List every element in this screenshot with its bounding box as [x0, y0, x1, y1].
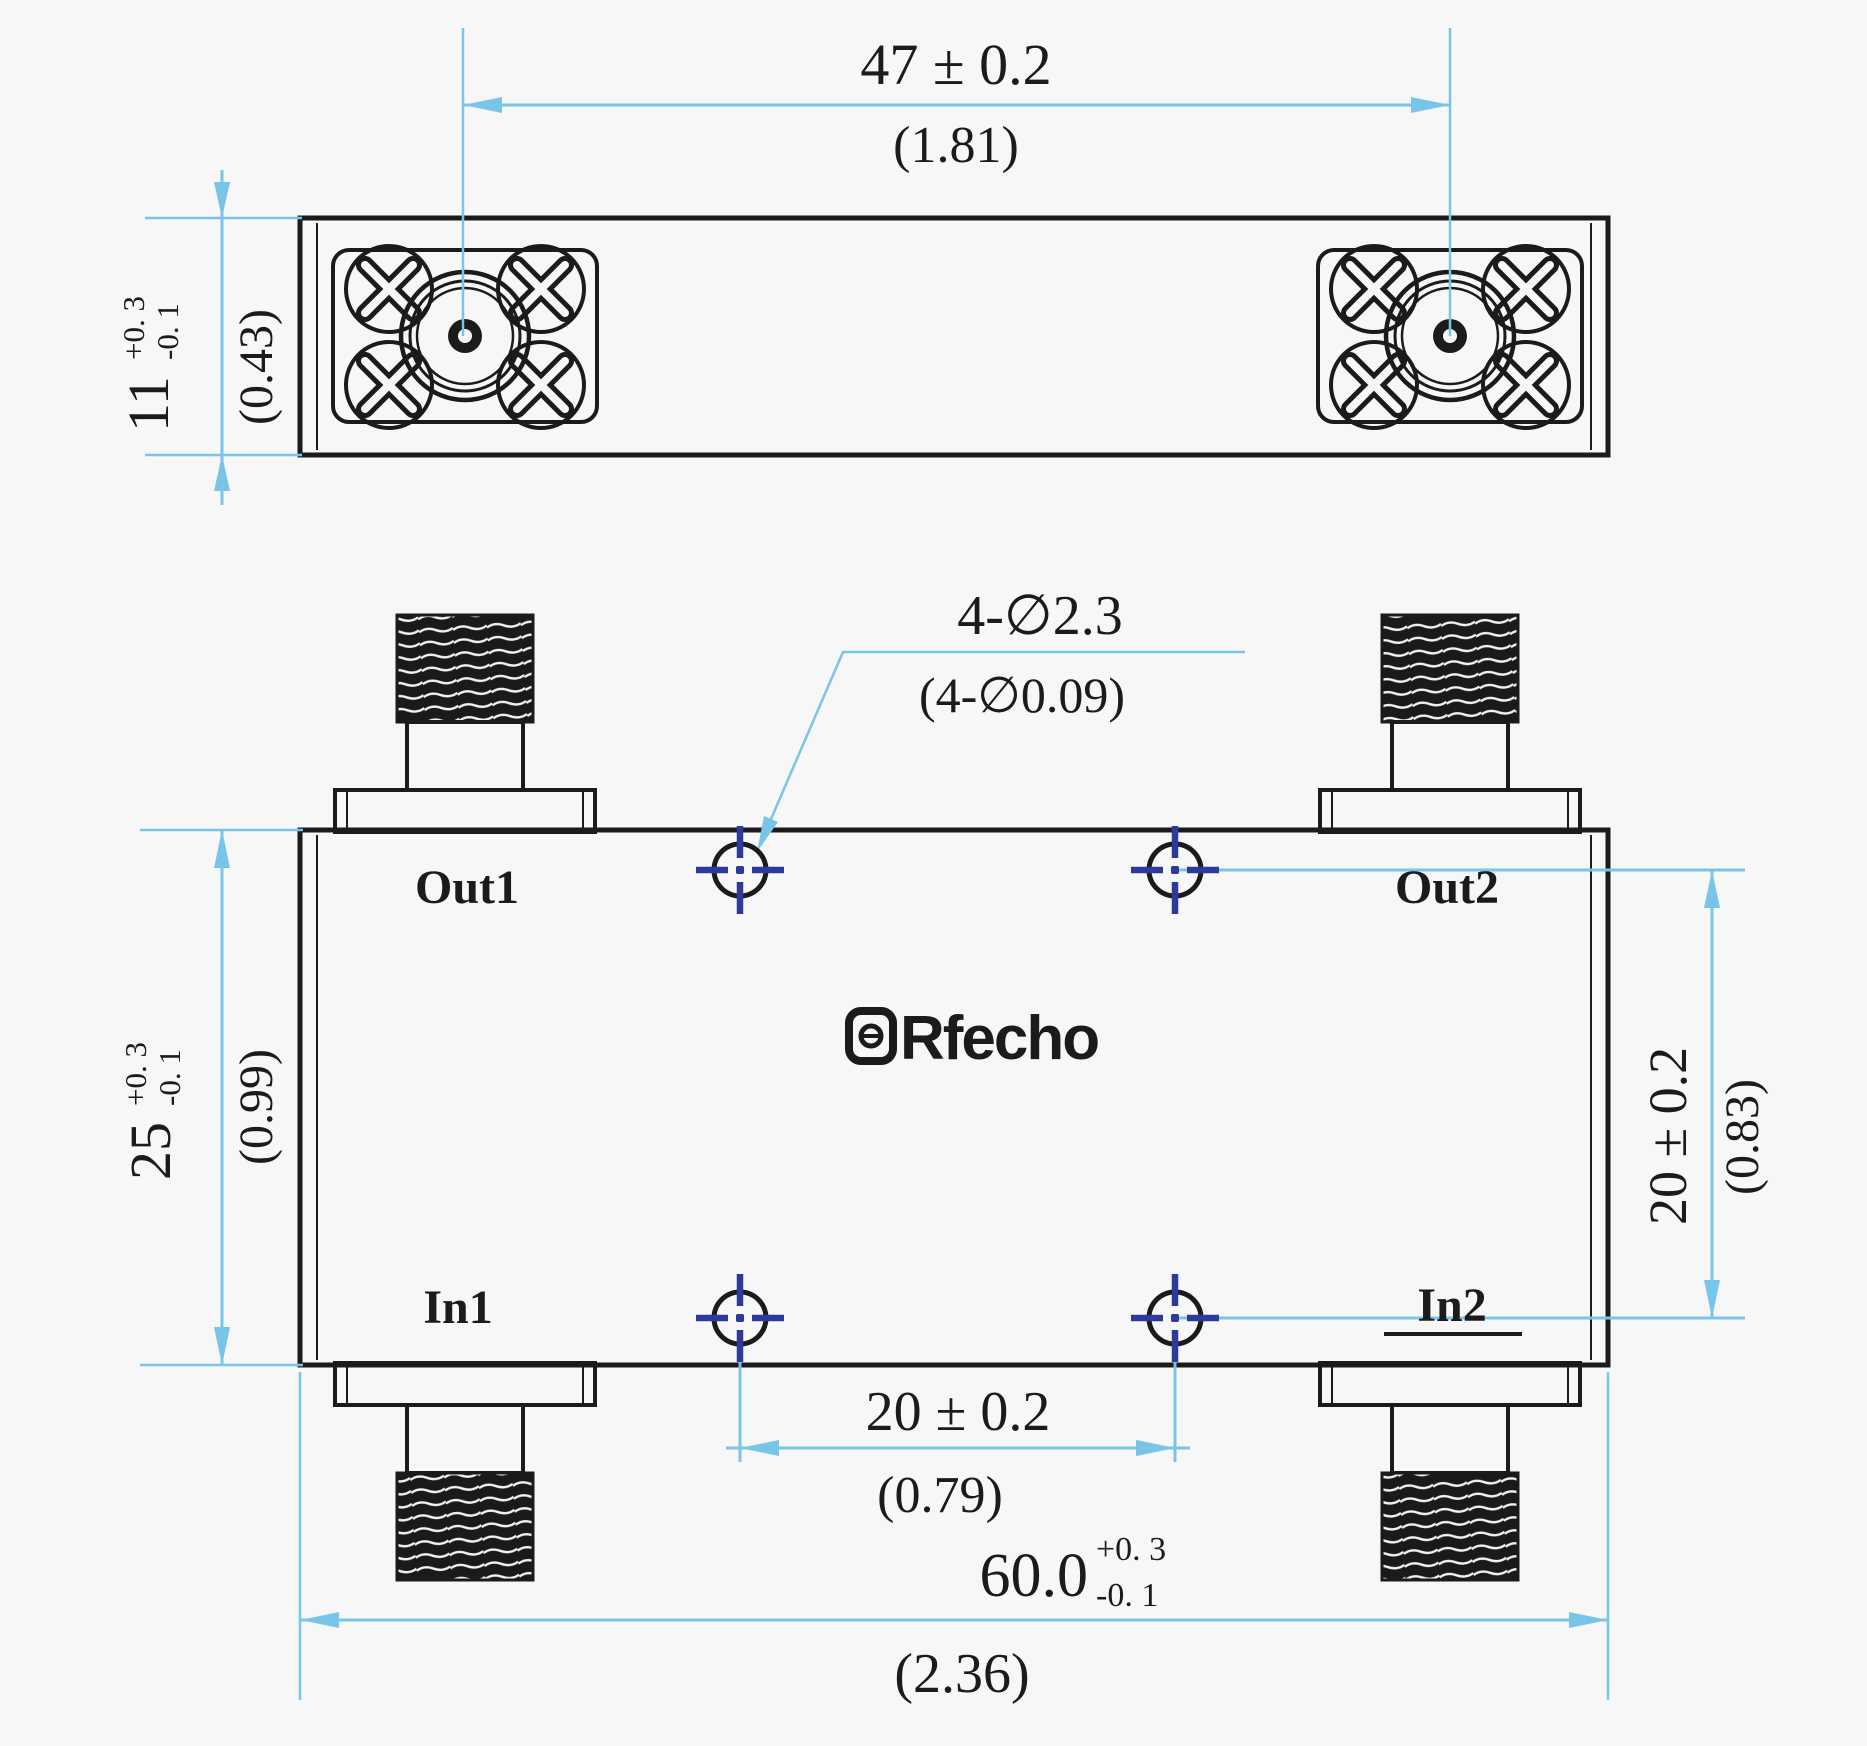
screw-icon [1329, 340, 1419, 430]
port-label-in2: In2 [1417, 1279, 1486, 1332]
dim-11-inch: (0.43) [230, 309, 283, 425]
top-view-body [297, 827, 1611, 1368]
dim-11-tol-plus: +0. 3 [116, 296, 151, 360]
dim-47-inch: (1.81) [893, 117, 1019, 174]
screw-icon [1481, 244, 1571, 334]
dim-60-mm: 60.0 [980, 1542, 1089, 1610]
sma-connector-top-right [1318, 613, 1582, 834]
dim-20v-mm: 20 ± 0.2 [1638, 1047, 1698, 1225]
dimension-hole-spacing-vertical: 20 ± 0.2 (0.83) [1175, 868, 1769, 1320]
mounting-hole [696, 1274, 784, 1362]
logo-mark-icon [845, 1007, 897, 1065]
top-view-edge-lines [316, 835, 1592, 1360]
dimension-body-width: 60.0 +0. 3 -0. 1 (2.36) [298, 1372, 1610, 1705]
dimension-connector-spacing: 47 ± 0.2 (1.81) [461, 28, 1452, 336]
mounting-hole [1131, 1274, 1219, 1362]
side-view-body [297, 215, 1611, 458]
screw-icon [344, 244, 434, 334]
sma-flange-right [1316, 244, 1584, 430]
coax-connector-face [398, 269, 532, 403]
mounting-hole [696, 826, 784, 914]
port-label-out1: Out1 [415, 861, 519, 914]
mounting-hole [1131, 826, 1219, 914]
dim-25-tol-minus: -0. 1 [152, 1049, 187, 1106]
dimension-side-height: 11 +0. 3 -0. 1 (0.43) [116, 170, 302, 505]
logo-brand-text: Rfecho [900, 1004, 1098, 1073]
leader-arrow [757, 816, 778, 852]
hole-callout-mm: 4-∅2.3 [957, 585, 1122, 647]
dim-20v-inch: (0.83) [1716, 1079, 1769, 1195]
side-view: 47 ± 0.2 (1.81) 11 +0. 3 -0. 1 (0.43) [116, 28, 1611, 505]
dimension-body-height: 25 +0. 3 -0. 1 (0.99) [118, 828, 303, 1367]
hole-callout: 4-∅2.3 (4-∅0.09) [757, 585, 1245, 852]
screw-icon [496, 340, 586, 430]
port-label-in1: In1 [423, 1281, 492, 1334]
top-view: 25 +0. 3 -0. 1 (0.99) 20 ± 0.2 (0.83) [118, 585, 1769, 1705]
dim-20h-inch: (0.79) [877, 1467, 1003, 1524]
dim-11-tol-minus: -0. 1 [150, 303, 185, 360]
hole-callout-inch: (4-∅0.09) [919, 667, 1125, 723]
dim-60-inch: (2.36) [894, 1643, 1029, 1705]
side-view-edge-lines [316, 223, 1592, 450]
screw-icon [1481, 340, 1571, 430]
dim-47-mm: 47 ± 0.2 [860, 32, 1051, 97]
dim-60-tol-minus: -0. 1 [1096, 1577, 1158, 1614]
sma-connector-bottom-left [333, 1361, 597, 1582]
sma-flange-left [331, 244, 599, 430]
dim-60-tol-plus: +0. 3 [1096, 1531, 1166, 1568]
brand-logo: Rfecho [845, 1004, 1100, 1073]
dim-20h-mm: 20 ± 0.2 [866, 1381, 1051, 1443]
screw-icon [496, 244, 586, 334]
dimension-hole-spacing-horizontal: 20 ± 0.2 (0.79) [726, 1330, 1190, 1524]
sma-connector-top-left [333, 613, 597, 834]
sma-connector-bottom-right [1318, 1361, 1582, 1582]
dim-25-tol-plus: +0. 3 [118, 1042, 153, 1106]
dim-25-inch: (0.99) [230, 1049, 283, 1165]
screw-icon [344, 340, 434, 430]
dim-25-mm: 25 [118, 1122, 183, 1180]
screw-icon [1329, 244, 1419, 334]
dim-11-mm: 11 [116, 376, 181, 432]
port-label-out2: Out2 [1395, 861, 1499, 914]
